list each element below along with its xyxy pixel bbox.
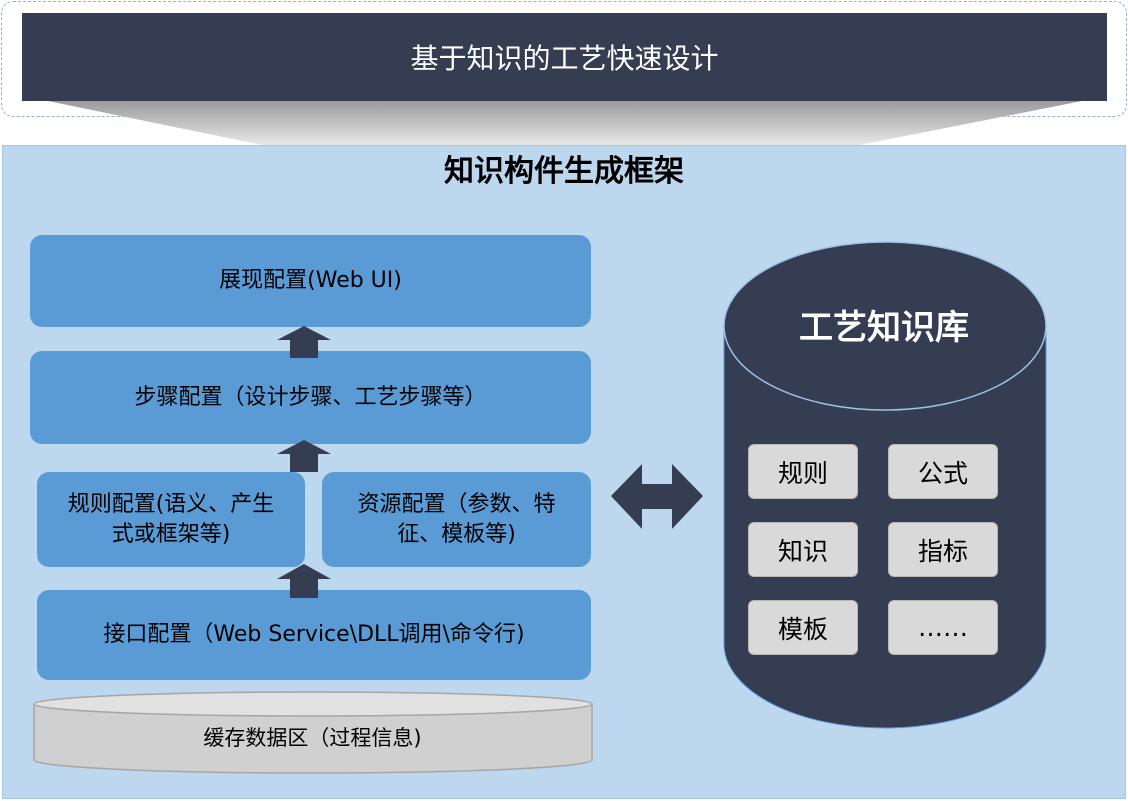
step-config-label: 步骤配置（设计步骤、工艺步骤等） xyxy=(134,384,487,410)
rule-config-label: 规则配置(语义、产生式或框架等) xyxy=(67,491,275,547)
resource-config-box: 资源配置（参数、特征、模板等) xyxy=(322,472,591,567)
kb-item-templates: 模板 xyxy=(748,600,858,655)
up-arrow-icon xyxy=(277,326,331,358)
page-title: 基于知识的工艺快速设计 xyxy=(410,42,719,75)
kb-item-rules: 规则 xyxy=(748,444,858,499)
resource-config-label: 资源配置（参数、特征、模板等) xyxy=(357,491,556,547)
interface-config-box: 接口配置（Web Service\DLL调用\命令行) xyxy=(37,590,591,680)
kb-item-label: 指标 xyxy=(917,536,968,566)
interface-config-label: 接口配置（Web Service\DLL调用\命令行) xyxy=(103,622,525,648)
kb-item-label: …… xyxy=(918,613,968,642)
up-arrow-icon xyxy=(277,564,331,598)
cache-cylinder xyxy=(33,691,593,774)
framework-title: 知识构件生成框架 xyxy=(444,154,684,189)
kb-item-more: …… xyxy=(888,600,998,655)
presentation-config-box: 展现配置(Web UI) xyxy=(30,235,591,327)
double-arrow-icon xyxy=(611,464,703,529)
kb-item-indicators: 指标 xyxy=(888,522,998,577)
kb-item-knowledge: 知识 xyxy=(748,522,858,577)
cache-label: 缓存数据区（过程信息) xyxy=(203,726,422,750)
kb-item-label: 知识 xyxy=(777,536,828,566)
page-title-banner: 基于知识的工艺快速设计 xyxy=(22,13,1107,101)
kb-item-formulas: 公式 xyxy=(888,444,998,499)
presentation-config-label: 展现配置(Web UI) xyxy=(219,268,402,294)
up-arrow-icon xyxy=(277,440,331,472)
rule-config-box: 规则配置(语义、产生式或框架等) xyxy=(37,472,305,567)
kb-item-label: 规则 xyxy=(777,458,828,488)
banner-wedge xyxy=(48,101,1082,145)
kb-item-label: 公式 xyxy=(917,458,968,488)
step-config-box: 步骤配置（设计步骤、工艺步骤等） xyxy=(30,351,591,444)
kb-item-label: 模板 xyxy=(777,614,828,644)
knowledge-base-title: 工艺知识库 xyxy=(799,308,969,348)
